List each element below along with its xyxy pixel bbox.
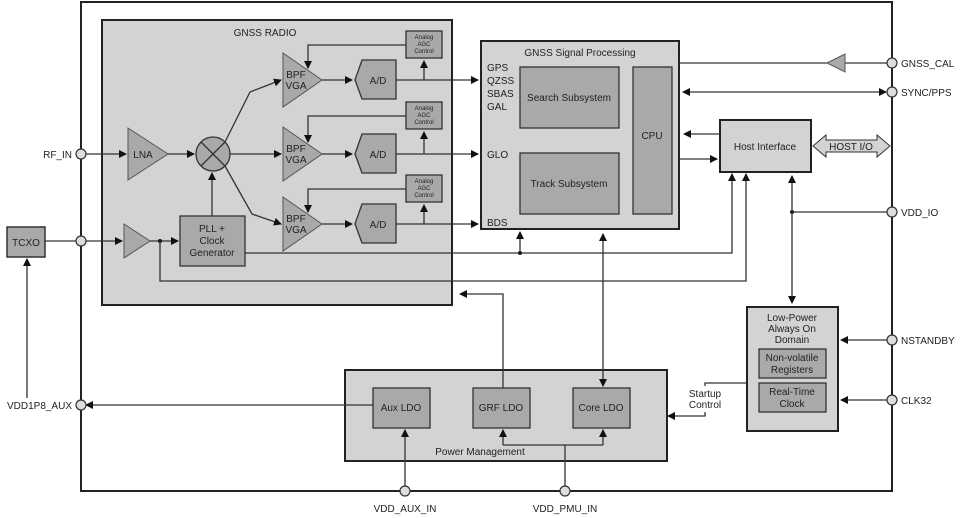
svg-text:Real-Time: Real-Time	[769, 387, 815, 398]
svg-text:RF_IN: RF_IN	[43, 150, 72, 161]
tcxo-label: TCXO	[12, 238, 40, 249]
svg-text:Control: Control	[414, 120, 433, 126]
host-io-label: HOST I/O	[829, 142, 873, 153]
svg-text:VGA: VGA	[285, 81, 306, 92]
svg-text:NSTANDBY: NSTANDBY	[901, 336, 955, 347]
pin-sync-pps	[886, 86, 898, 98]
svg-text:AGC: AGC	[417, 186, 431, 192]
svg-text:Registers: Registers	[771, 365, 813, 376]
svg-text:Clock: Clock	[779, 399, 805, 410]
host-io-arrow	[812, 133, 891, 159]
svg-text:BPF: BPF	[286, 214, 305, 225]
pin-nstandby	[886, 334, 898, 346]
svg-text:A/D: A/D	[370, 76, 387, 87]
svg-text:PLL +: PLL +	[199, 224, 225, 235]
bpf-vga-amplifier	[282, 126, 323, 182]
grf-ldo	[472, 387, 531, 429]
lna-amplifier	[127, 127, 169, 181]
ad-converter	[354, 59, 397, 100]
svg-text:A/D: A/D	[370, 150, 387, 161]
svg-text:Non-volatile: Non-volatile	[766, 353, 819, 364]
svg-text:Analog: Analog	[415, 106, 434, 112]
svg-text:QZSS: QZSS	[487, 76, 515, 87]
analog-agc-control	[405, 174, 443, 203]
svg-text:Analog: Analog	[415, 35, 434, 41]
svg-text:Domain: Domain	[775, 335, 809, 346]
svg-text:Control: Control	[689, 400, 721, 411]
startup-control-label: Startup	[689, 389, 722, 400]
pin-vdd-pmu-in	[559, 485, 571, 497]
svg-text:Core LDO: Core LDO	[578, 403, 623, 414]
svg-text:Low-Power: Low-Power	[767, 313, 818, 324]
search-subsystem	[519, 66, 620, 129]
lna-label: LNA	[133, 150, 153, 161]
svg-text:GAL: GAL	[487, 102, 507, 113]
svg-text:Aux LDO: Aux LDO	[381, 403, 422, 414]
low-power-domain-block: Low-Power Always On Domain Non-volatile …	[746, 306, 839, 432]
svg-text:VDD1P8_AUX: VDD1P8_AUX	[7, 401, 72, 412]
svg-text:CLK32: CLK32	[901, 396, 932, 407]
svg-text:GNSS Signal Processing: GNSS Signal Processing	[524, 48, 635, 59]
aux-ldo	[372, 387, 431, 429]
svg-text:BPF: BPF	[286, 70, 305, 81]
host-interface-label: Host Interface	[734, 142, 797, 153]
svg-text:VGA: VGA	[285, 155, 306, 166]
svg-text:BDS: BDS	[487, 218, 508, 229]
real-time-clock	[758, 382, 827, 413]
svg-text:VDD_PMU_IN: VDD_PMU_IN	[533, 504, 597, 515]
power-management-block: Power Management Aux LDO GRF LDO Core LD…	[344, 369, 668, 462]
ad-converter	[354, 203, 397, 244]
pin-gnss-cal	[886, 57, 898, 69]
svg-text:Search Subsystem: Search Subsystem	[527, 93, 611, 104]
non-volatile-registers	[758, 348, 827, 379]
cal-buffer	[825, 53, 846, 73]
svg-text:AGC: AGC	[417, 113, 431, 119]
svg-text:SYNC/PPS: SYNC/PPS	[901, 88, 952, 99]
core-ldo	[572, 387, 631, 429]
pin-clk32	[886, 394, 898, 406]
svg-text:GNSS_CAL: GNSS_CAL	[901, 59, 955, 70]
pin-vdd-aux-in	[399, 485, 411, 497]
svg-text:Clock: Clock	[199, 236, 225, 247]
svg-text:Power Management: Power Management	[435, 447, 525, 458]
tcxo-block	[6, 226, 46, 258]
svg-text:VDD_AUX_IN: VDD_AUX_IN	[374, 504, 437, 515]
svg-text:Analog: Analog	[415, 179, 434, 185]
buffer-amplifier	[123, 223, 151, 259]
analog-agc-control	[405, 101, 443, 130]
bpf-vga-amplifier	[282, 196, 323, 252]
svg-text:GLO: GLO	[487, 150, 508, 161]
svg-text:CPU: CPU	[641, 131, 662, 142]
svg-text:Always On: Always On	[768, 324, 816, 335]
host-interface-block	[719, 119, 812, 173]
bpf-vga-amplifier	[282, 52, 323, 108]
gnss-radio-block: GNSS RADIO LNA PLL + Clock Generator	[101, 19, 453, 306]
svg-text:BPF: BPF	[286, 144, 305, 155]
pin-vdd-io	[886, 206, 898, 218]
gnss-radio-title: GNSS RADIO	[234, 28, 297, 39]
gnss-signal-processing-block: GNSS Signal Processing GPS QZSS SBAS GAL…	[480, 40, 680, 230]
track-subsystem	[519, 152, 620, 215]
svg-text:VGA: VGA	[285, 225, 306, 236]
svg-text:GPS: GPS	[487, 63, 508, 74]
svg-text:SBAS: SBAS	[487, 89, 514, 100]
pll-clock-generator	[179, 215, 246, 267]
svg-text:GRF LDO: GRF LDO	[479, 403, 524, 414]
svg-text:Generator: Generator	[189, 248, 235, 259]
svg-text:VDD_IO: VDD_IO	[901, 208, 938, 219]
svg-text:Control: Control	[414, 193, 433, 199]
svg-text:AGC: AGC	[417, 42, 431, 48]
svg-text:Control: Control	[414, 49, 433, 55]
pins: RF_IN VDD1P8_AUX GNSS_CAL SYNC/PPS VDD_I…	[7, 57, 955, 515]
analog-agc-control	[405, 30, 443, 59]
pin-rf-in	[75, 148, 87, 160]
cpu-block	[632, 66, 673, 215]
ad-converter	[354, 133, 397, 174]
pin-vdd1p8-aux	[75, 399, 87, 411]
svg-text:A/D: A/D	[370, 220, 387, 231]
svg-text:Track Subsystem: Track Subsystem	[531, 179, 608, 190]
pin-tcxo	[75, 235, 87, 247]
